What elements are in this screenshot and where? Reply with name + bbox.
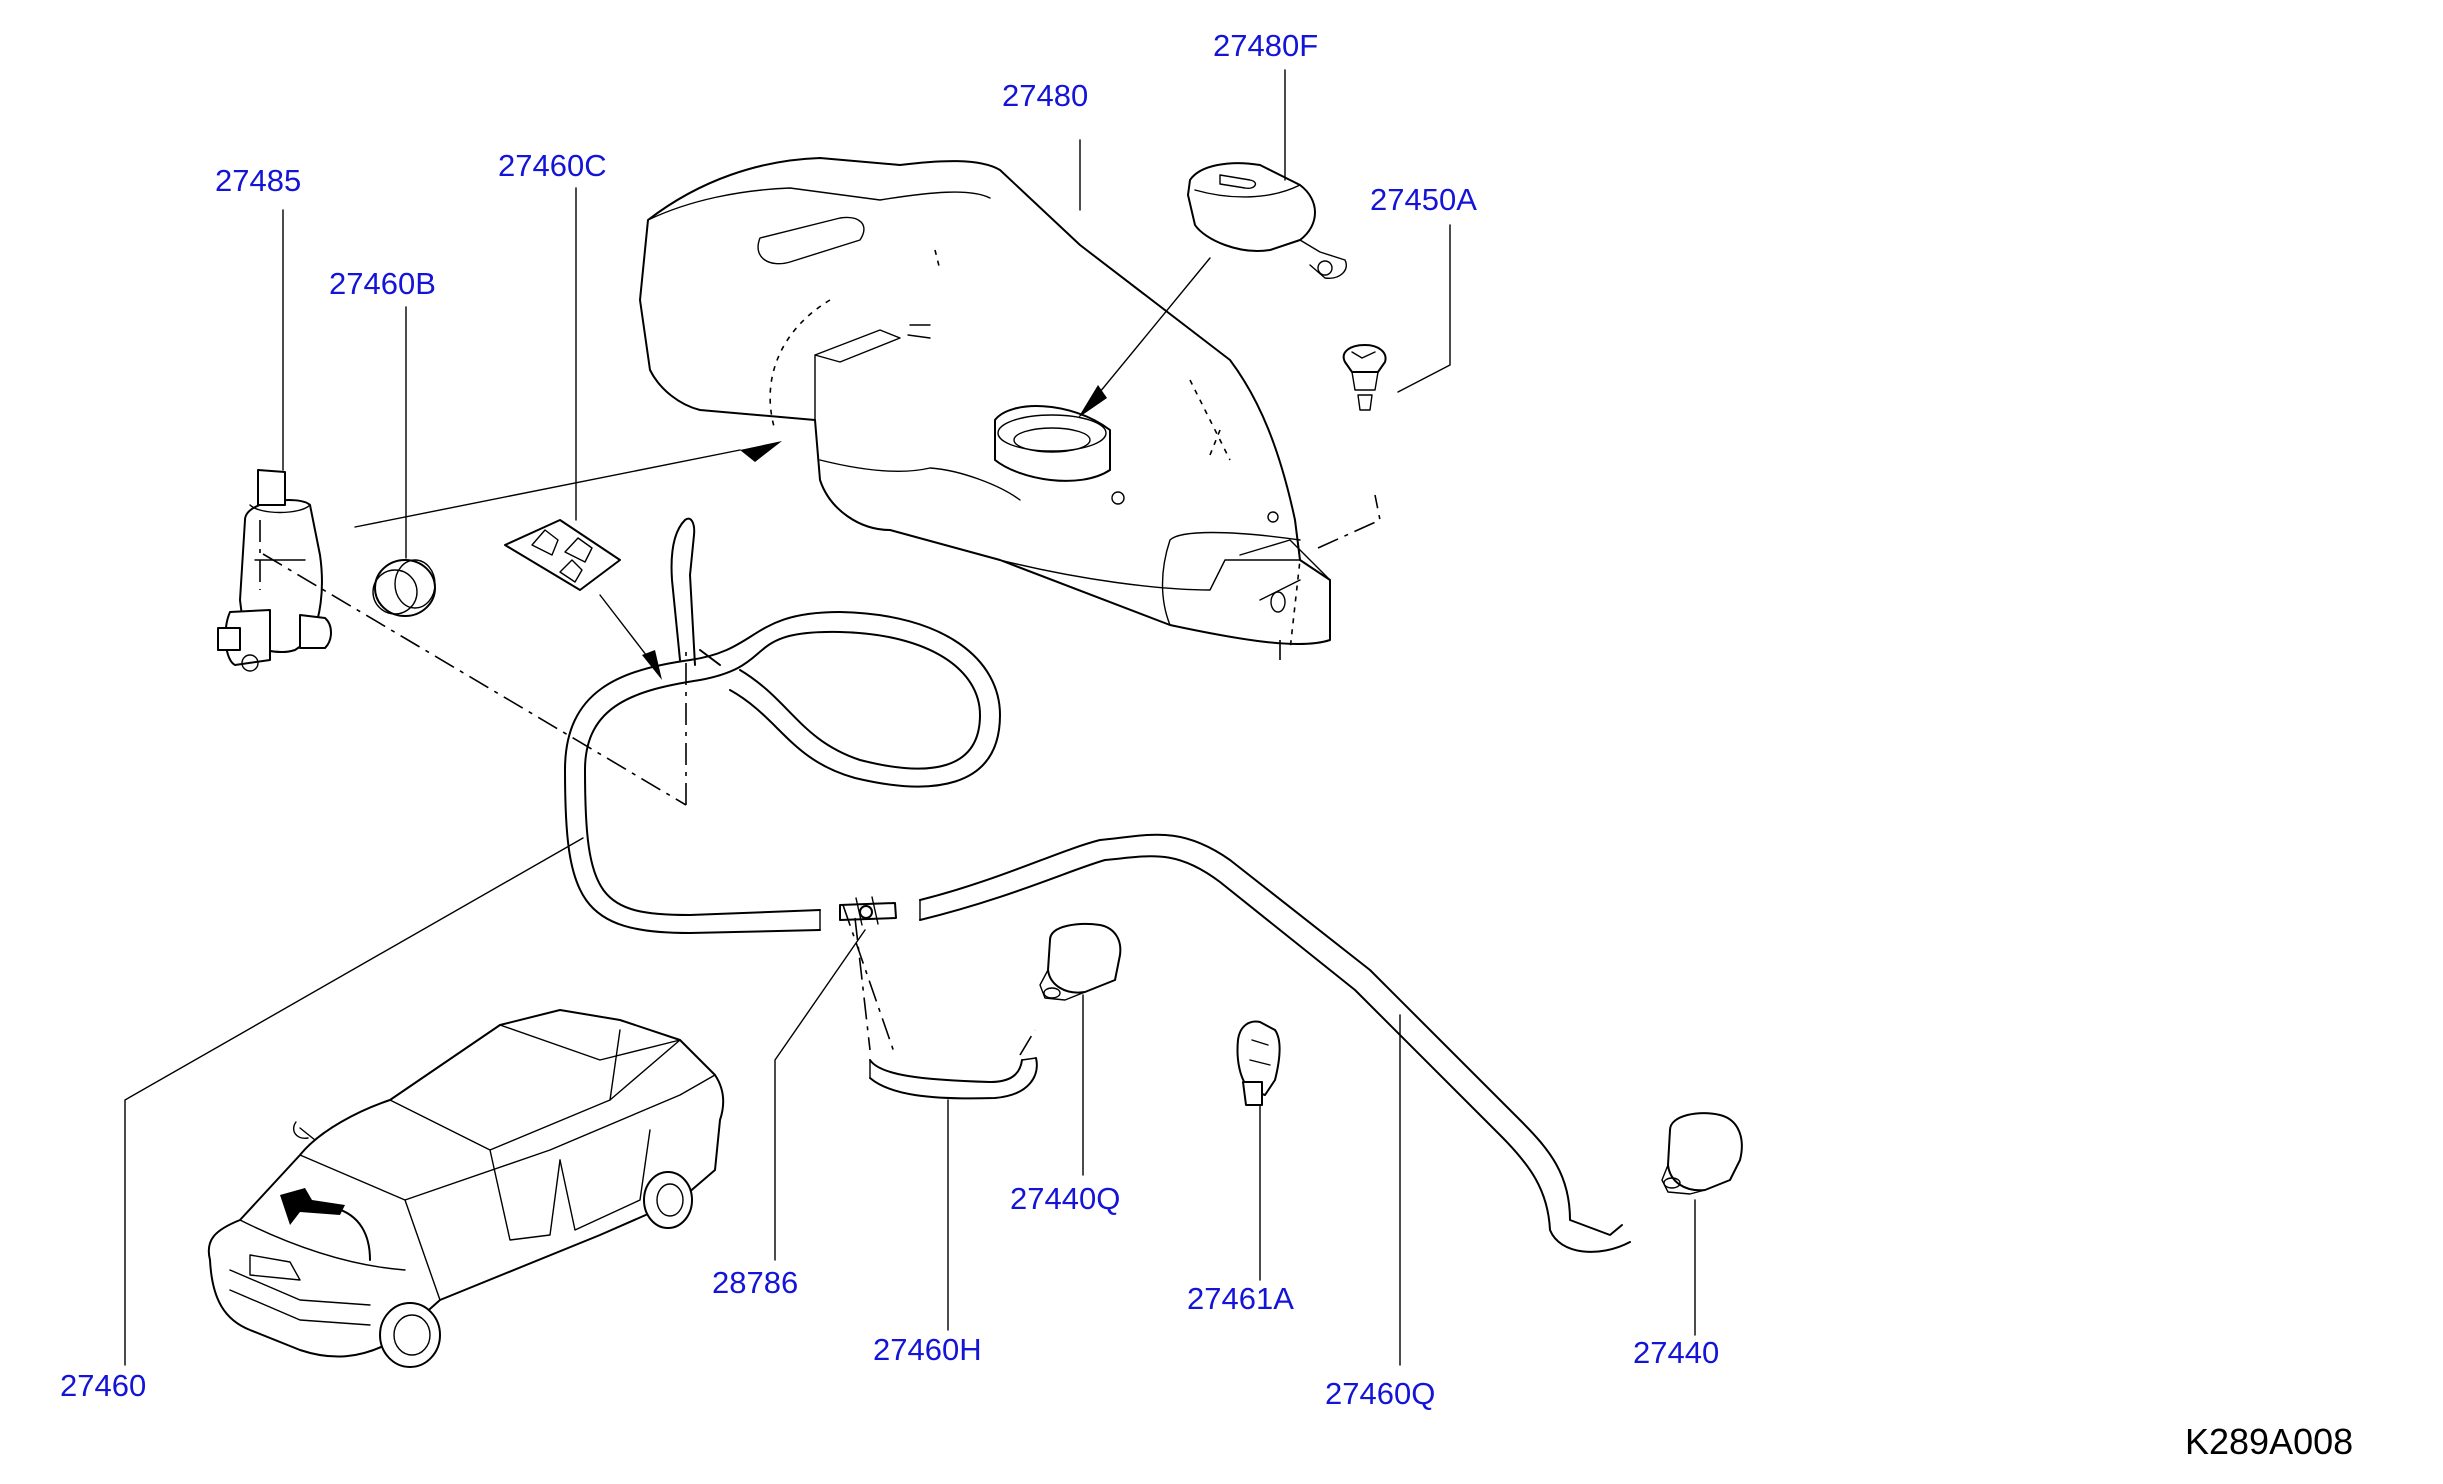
washer-nozzle-right: [1661, 1112, 1743, 1195]
hose-clip-plate: [504, 519, 621, 591]
callout-long-hose: 27460Q: [1325, 1376, 1436, 1411]
washer-pump: [217, 469, 332, 672]
callout-short-hose: 27460H: [873, 1332, 982, 1367]
callout-washer-pump: 27485: [215, 163, 302, 198]
vehicle-illustration: [207, 1009, 725, 1368]
tank-cap: [1187, 162, 1347, 279]
callout-washer-nozzle-right: 27440: [1633, 1335, 1720, 1370]
callout-washer-nozzle-left: 27440Q: [1010, 1181, 1121, 1216]
grommet: [372, 559, 436, 617]
callout-main-hose: 27460: [60, 1368, 147, 1403]
callout-hose-retainer-clip: 27461A: [1187, 1281, 1294, 1316]
assembly-arrows: [354, 257, 1211, 680]
callout-hose-joint: 28786: [712, 1265, 799, 1300]
callout-washer-tank: 27480: [1002, 78, 1089, 113]
callout-tank-cap: 27480F: [1213, 28, 1319, 63]
washer-nozzle-left: [1039, 922, 1122, 1001]
leader-lines: [124, 69, 1696, 1366]
callout-hose-clip-plate: 27460C: [498, 148, 607, 183]
long-hose: [819, 833, 1631, 1253]
hose-joint: [839, 896, 897, 926]
short-hose: [869, 1057, 1038, 1100]
reference-lines: [262, 494, 1381, 1056]
washer-tank: [639, 157, 1331, 651]
callout-mounting-bolt: 27450A: [1370, 182, 1477, 217]
diagram-code: K289A008: [2185, 1421, 2354, 1462]
mounting-bolt: [1342, 344, 1387, 411]
main-hose: [564, 517, 1001, 934]
callout-grommet: 27460B: [329, 266, 436, 301]
hose-retainer-clip: [1236, 1020, 1281, 1106]
